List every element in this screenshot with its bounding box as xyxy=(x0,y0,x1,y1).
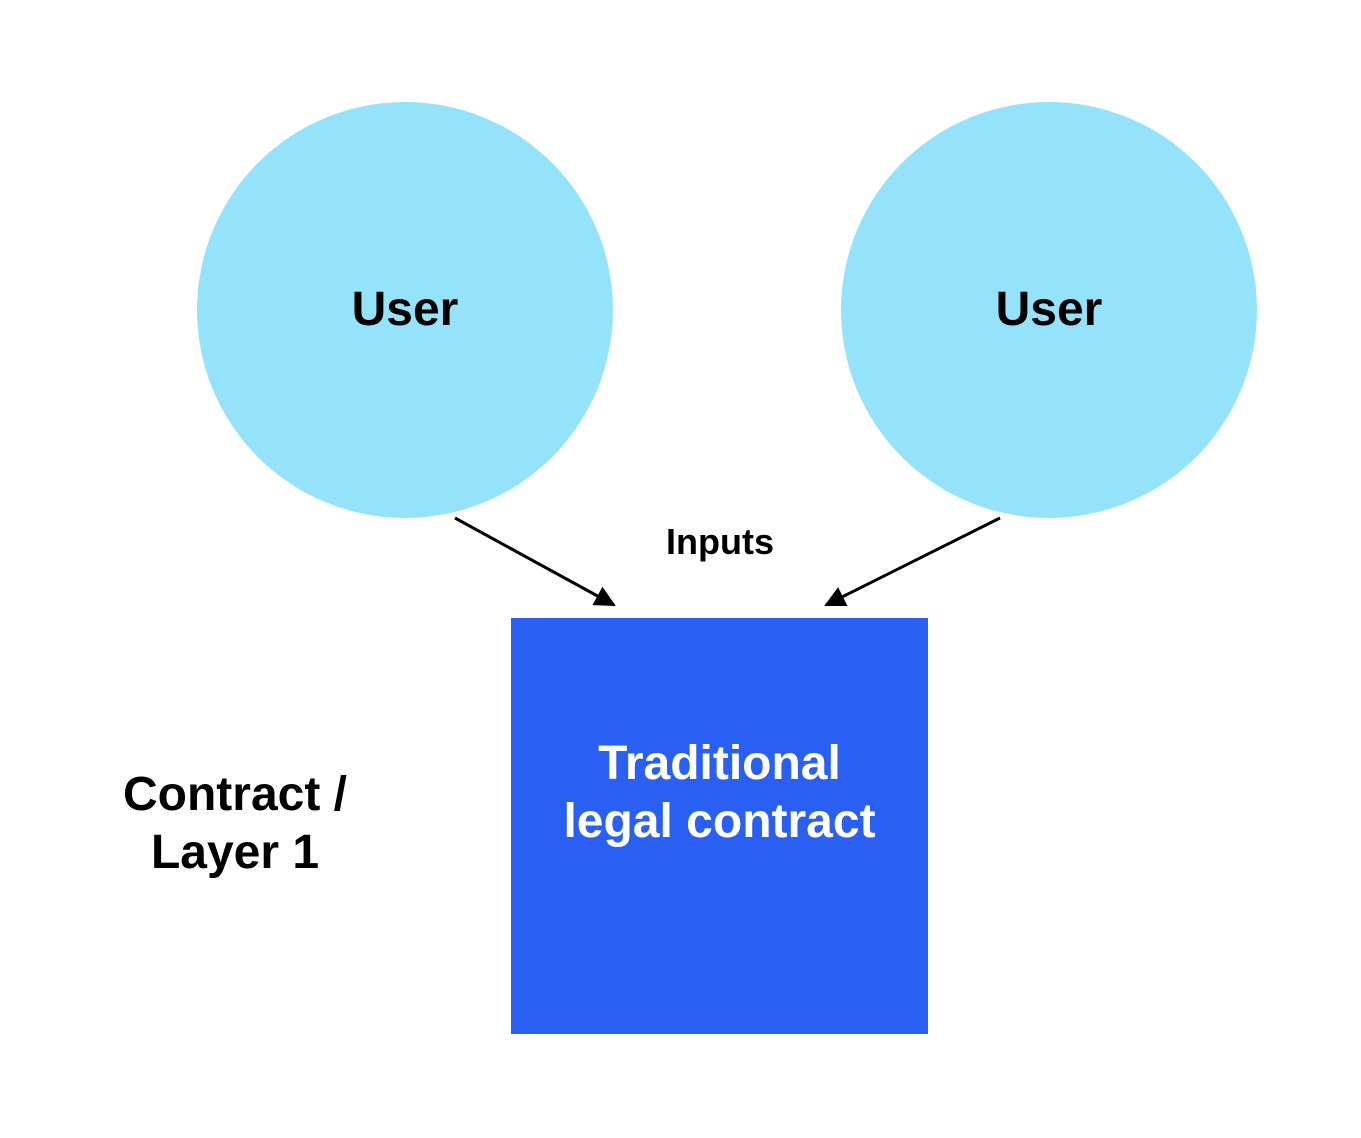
layer-label-line1: Contract / xyxy=(122,768,347,821)
inputs-label: Inputs xyxy=(666,521,774,562)
arrow-left-to-contract xyxy=(454,516,616,607)
layer-label-line2: Layer 1 xyxy=(150,826,320,879)
contract-box-label-line2: legal contract xyxy=(563,795,876,848)
arrow-right-to-contract xyxy=(824,516,1001,607)
user-node-right-label: User xyxy=(995,283,1103,336)
user-node-right: User xyxy=(841,102,1257,518)
contract-box: Traditional legal contract xyxy=(511,618,928,1034)
contract-box-label-line1: Traditional xyxy=(598,737,841,790)
user-node-left: User xyxy=(197,102,613,518)
contract-box-label: Traditional legal contract xyxy=(563,735,875,851)
layer-label: Contract / Layer 1 xyxy=(80,766,390,882)
user-node-left-label: User xyxy=(351,283,459,336)
